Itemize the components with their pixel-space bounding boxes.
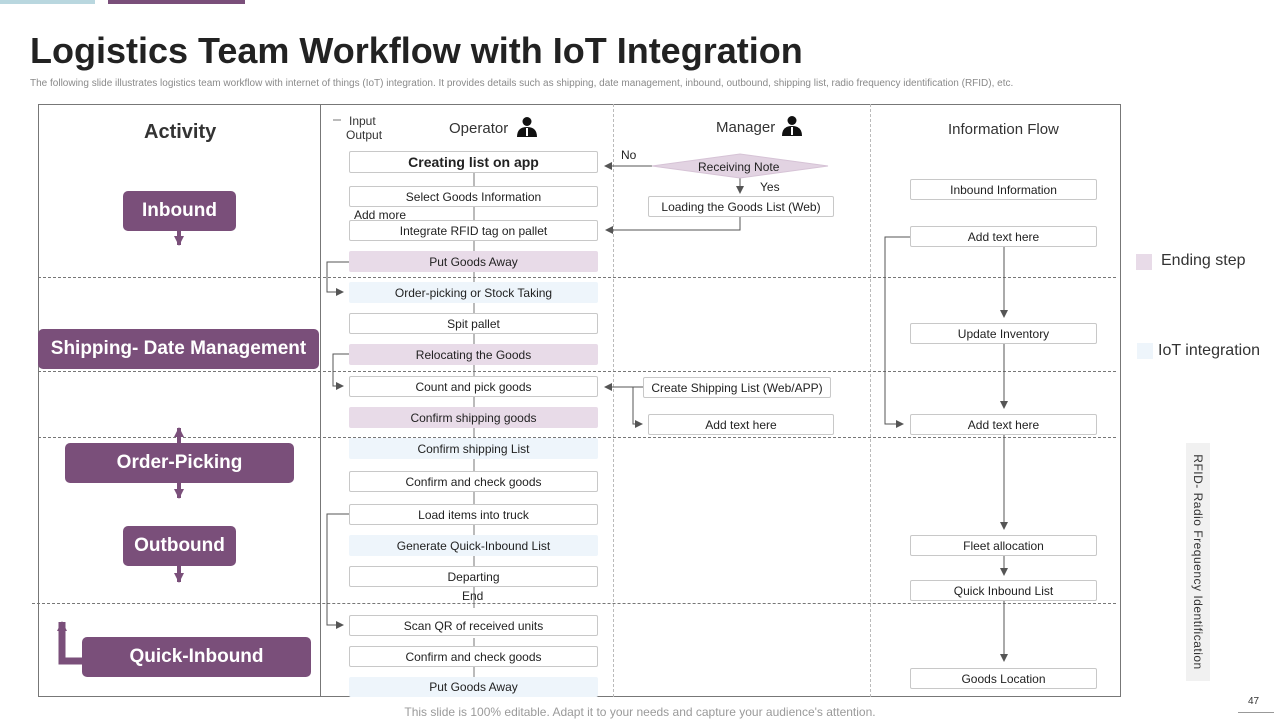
page-number-underline — [1238, 712, 1274, 713]
input-legend-mark — [333, 119, 341, 121]
rfid-note-strip — [1186, 443, 1210, 681]
page-number: 47 — [1248, 696, 1260, 707]
ending-step-label: Ending step — [1161, 252, 1246, 269]
info-flow-header: Information Flow — [948, 121, 1059, 138]
row-divider-3 — [38, 437, 1116, 438]
step-confirm-shipping-goods: Confirm shipping goods — [349, 407, 598, 428]
row-divider-4 — [32, 603, 1116, 604]
info-update-inventory: Update Inventory — [910, 323, 1097, 344]
info-inbound-information: Inbound Information — [910, 179, 1097, 200]
no-label: No — [621, 148, 637, 162]
step-confirm-shipping-list: Confirm shipping List — [349, 438, 598, 459]
step-generate-quick-inbound: Generate Quick-Inbound List — [349, 535, 598, 556]
info-add-text-2: Add text here — [910, 414, 1097, 435]
manager-add-text: Add text here — [648, 414, 834, 435]
add-more-note: Add more — [354, 208, 407, 222]
top-accent-bar-light — [0, 0, 95, 4]
activity-header: Activity — [144, 121, 217, 143]
operator-person-icon — [516, 116, 538, 143]
info-fleet-allocation: Fleet allocation — [910, 535, 1097, 556]
step-put-goods-away: Put Goods Away — [349, 251, 598, 272]
ending-step-swatch — [1136, 254, 1152, 270]
activity-column-divider — [320, 104, 321, 697]
loading-goods-list: Loading the Goods List (Web) — [648, 196, 834, 217]
input-legend-label: Input — [349, 114, 376, 128]
step-order-picking: Order-picking or Stock Taking — [349, 282, 598, 303]
info-quick-inbound-list: Quick Inbound List — [910, 580, 1097, 601]
step-integrate-rfid: Integrate RFID tag on pallet — [349, 220, 598, 241]
step-departing: Departing — [349, 566, 598, 587]
step-spit-pallet: Spit pallet — [349, 313, 598, 334]
step-confirm-check-goods: Confirm and check goods — [349, 471, 598, 492]
manager-header: Manager — [716, 119, 776, 136]
row-divider-2 — [38, 371, 1116, 372]
operator-header: Operator — [449, 120, 509, 137]
output-legend-label: Output — [346, 128, 383, 142]
yes-label: Yes — [760, 180, 780, 194]
end-note: End — [462, 589, 484, 603]
activity-outbound: Outbound — [123, 526, 236, 566]
step-put-goods-away-2: Put Goods Away — [349, 677, 598, 697]
row-divider-1 — [38, 277, 1116, 278]
step-count-pick: Count and pick goods — [349, 376, 598, 397]
activity-inbound: Inbound — [123, 191, 236, 231]
manager-person-icon — [781, 115, 803, 142]
top-accent-bar-purple — [108, 0, 245, 4]
step-confirm-check-goods-2: Confirm and check goods — [349, 646, 598, 667]
info-goods-location: Goods Location — [910, 668, 1097, 689]
activity-order-picking: Order-Picking — [65, 443, 294, 483]
step-relocating-goods: Relocating the Goods — [349, 344, 598, 365]
activity-quick-inbound: Quick-Inbound — [82, 637, 311, 677]
footer-note: This slide is 100% editable. Adapt it to… — [404, 705, 876, 719]
step-scan-qr: Scan QR of received units — [349, 615, 598, 636]
info-add-text-1: Add text here — [910, 226, 1097, 247]
receiving-note: Receiving Note — [698, 160, 780, 174]
iot-integration-swatch — [1137, 343, 1153, 359]
step-select-goods: Select Goods Information — [349, 186, 598, 207]
activity-shipping-date-management: Shipping- Date Management — [38, 329, 319, 369]
step-load-truck: Load items into truck — [349, 504, 598, 525]
page-title: Logistics Team Workflow with IoT Integra… — [30, 30, 803, 71]
step-creating-list: Creating list on app — [349, 151, 598, 173]
manager-column-divider — [870, 104, 871, 697]
create-shipping-list: Create Shipping List (Web/APP) — [643, 377, 831, 398]
operator-column-divider — [613, 104, 614, 697]
rfid-note: RFID- Radio Frequency Identification — [1191, 454, 1205, 670]
page-subtitle: The following slide illustrates logistic… — [30, 78, 1014, 89]
iot-integration-label: IoT integration — [1158, 342, 1260, 359]
